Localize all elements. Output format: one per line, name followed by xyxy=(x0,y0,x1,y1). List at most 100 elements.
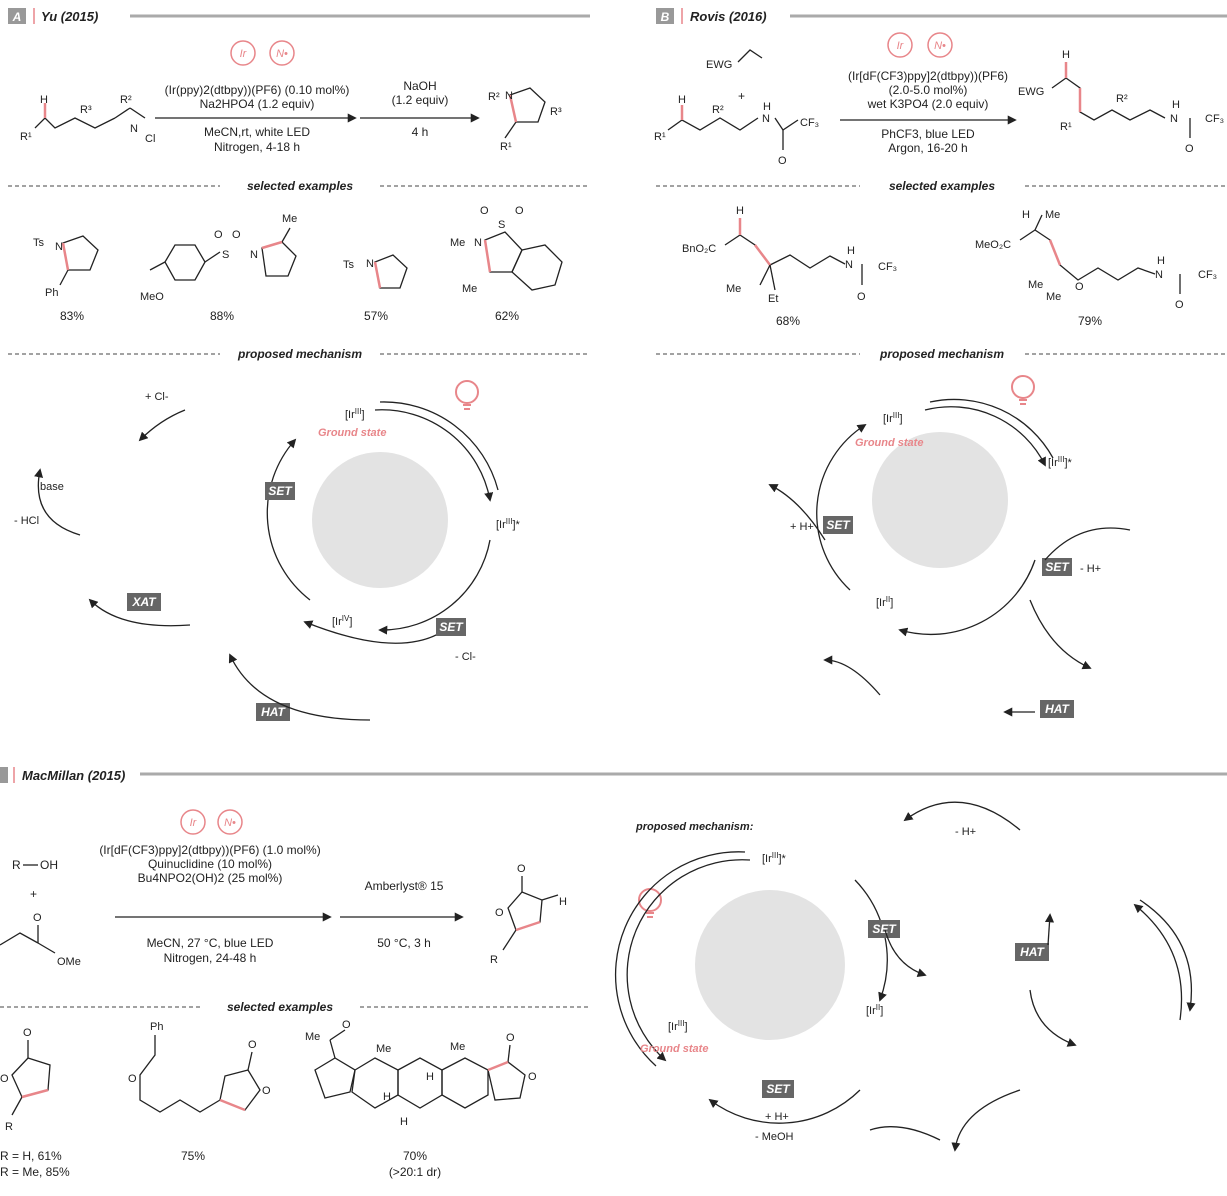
svg-text:O: O xyxy=(495,907,504,919)
svg-text:R²: R² xyxy=(1116,93,1128,105)
svg-text:OH: OH xyxy=(40,858,58,872)
svg-text:Et: Et xyxy=(768,293,778,305)
svg-text:CF₃: CF₃ xyxy=(878,261,897,273)
svg-text:Ir: Ir xyxy=(897,40,905,52)
svg-text:N•: N• xyxy=(934,40,946,52)
ir-photocatalyst-icon-c: Ir xyxy=(180,809,206,835)
svg-text:N: N xyxy=(1155,269,1163,281)
svg-text:CF₃: CF₃ xyxy=(1198,269,1217,281)
svg-text:Cl: Cl xyxy=(145,133,155,145)
svg-text:N: N xyxy=(366,258,374,270)
selected-examples-b: selected examples xyxy=(889,179,995,193)
badge-set-b-2: SET xyxy=(1045,560,1070,574)
cond-b-3: wet K3PO4 (2.0 equiv) xyxy=(867,97,989,111)
svg-text:+: + xyxy=(738,89,745,103)
svg-text:Me: Me xyxy=(462,283,477,295)
n-radical-icon: N• xyxy=(269,40,295,66)
step2-a-2: (1.2 equiv) xyxy=(392,93,449,107)
svg-text:N: N xyxy=(250,249,258,261)
ir3-excited-a: [IrIII]* xyxy=(496,517,521,532)
svg-text:R²: R² xyxy=(120,94,132,106)
svg-text:Ir: Ir xyxy=(240,48,248,60)
yield-a-2: 88% xyxy=(210,309,234,323)
svg-text:CF₃: CF₃ xyxy=(800,117,819,129)
yield-a-1: 83% xyxy=(60,309,84,323)
n-radical-icon-b: N• xyxy=(927,32,953,58)
svg-text:O: O xyxy=(342,1019,351,1031)
svg-text:H: H xyxy=(847,245,855,257)
svg-text:N: N xyxy=(1170,113,1178,125)
cl-minus-a: - Cl- xyxy=(455,651,476,663)
cond-b-2: (2.0-5.0 mol%) xyxy=(889,83,968,97)
svg-text:EWG: EWG xyxy=(1018,86,1044,98)
yield-a-3: 57% xyxy=(364,309,388,323)
ir4-label-a: [IrIV] xyxy=(332,614,352,629)
badge-set-a-2: SET xyxy=(439,620,464,634)
step2-a-3: 4 h xyxy=(412,125,429,139)
badge-set-b-1: SET xyxy=(826,518,851,532)
section-b-letter: B xyxy=(661,10,670,24)
yield-c-2: R = Me, 85% xyxy=(0,1165,70,1179)
catalyst-circle-a xyxy=(312,452,448,588)
svg-text:N: N xyxy=(130,123,138,135)
svg-text:+: + xyxy=(30,887,37,901)
lactone-product xyxy=(502,876,559,951)
svg-text:H: H xyxy=(1157,255,1165,267)
base-label-a: base xyxy=(40,481,64,493)
trifluoroacetamide-substrate xyxy=(667,105,799,150)
svg-text:Me: Me xyxy=(376,1043,391,1055)
svg-text:O: O xyxy=(1175,299,1184,311)
product-b xyxy=(1051,62,1191,138)
svg-text:O: O xyxy=(232,229,241,241)
methyl-acrylate xyxy=(0,925,56,954)
cond-a-3: MeCN,rt, white LED xyxy=(204,125,310,139)
svg-text:H: H xyxy=(1172,99,1180,111)
svg-text:H: H xyxy=(383,1091,391,1103)
catalyst-circle-b xyxy=(872,432,1008,568)
section-c-author: MacMillan (2015) xyxy=(22,768,125,783)
hcl-label-a: - HCl xyxy=(14,515,39,527)
svg-text:H: H xyxy=(426,1071,434,1083)
ground-state-c: Ground state xyxy=(640,1043,708,1055)
badge-hat-a: HAT xyxy=(261,705,286,719)
svg-text:BnO₂C: BnO₂C xyxy=(682,243,716,255)
svg-text:O: O xyxy=(128,1073,137,1085)
badge-hat-c: HAT xyxy=(1020,945,1045,959)
cond-c-2: Quinuclidine (10 mol%) xyxy=(148,857,272,871)
ir3-label-a: [IrIII] xyxy=(345,407,365,422)
section-a: A Yu (2015) Ir N• H R¹ R³ R² N Cl (Ir(pp… xyxy=(8,8,590,721)
svg-text:R¹: R¹ xyxy=(654,131,666,143)
example-c-2 xyxy=(139,1035,261,1113)
yield-b-2: 79% xyxy=(1078,314,1102,328)
example-c-1 xyxy=(11,1040,51,1116)
yield-c-5: (>20:1 dr) xyxy=(389,1165,441,1179)
svg-text:MeO₂C: MeO₂C xyxy=(975,239,1011,251)
svg-text:O: O xyxy=(0,1073,9,1085)
svg-text:O: O xyxy=(262,1085,271,1097)
svg-text:H: H xyxy=(400,1116,408,1128)
svg-text:N•: N• xyxy=(276,48,288,60)
example-a-4 xyxy=(484,231,563,291)
ground-state-b: Ground state xyxy=(855,437,923,449)
svg-text:O: O xyxy=(506,1032,515,1044)
mechanism-label-a: proposed mechanism xyxy=(237,347,362,361)
ir-photocatalyst-icon-b: Ir xyxy=(887,32,913,58)
svg-text:O: O xyxy=(1185,143,1194,155)
svg-text:H: H xyxy=(1062,49,1070,61)
example-b-1 xyxy=(724,218,863,291)
lightbulb-icon-c xyxy=(638,888,662,918)
cond-c-5: Nitrogen, 24-48 h xyxy=(164,951,257,965)
step2-a-1: NaOH xyxy=(403,79,436,93)
svg-text:H: H xyxy=(559,896,567,908)
svg-text:R: R xyxy=(5,1121,13,1133)
selected-examples-a: selected examples xyxy=(247,179,353,193)
h-minus-c: - H+ xyxy=(955,826,976,838)
svg-text:Me: Me xyxy=(450,237,465,249)
svg-text:N: N xyxy=(762,113,770,125)
svg-text:H: H xyxy=(40,94,48,106)
ir2-label-c: [IrII] xyxy=(866,1003,883,1018)
badge-xat-a: XAT xyxy=(131,595,157,609)
svg-text:R²: R² xyxy=(488,91,500,103)
svg-text:O: O xyxy=(778,155,787,167)
ir3-excited-b: [IrIII]* xyxy=(1048,455,1073,470)
